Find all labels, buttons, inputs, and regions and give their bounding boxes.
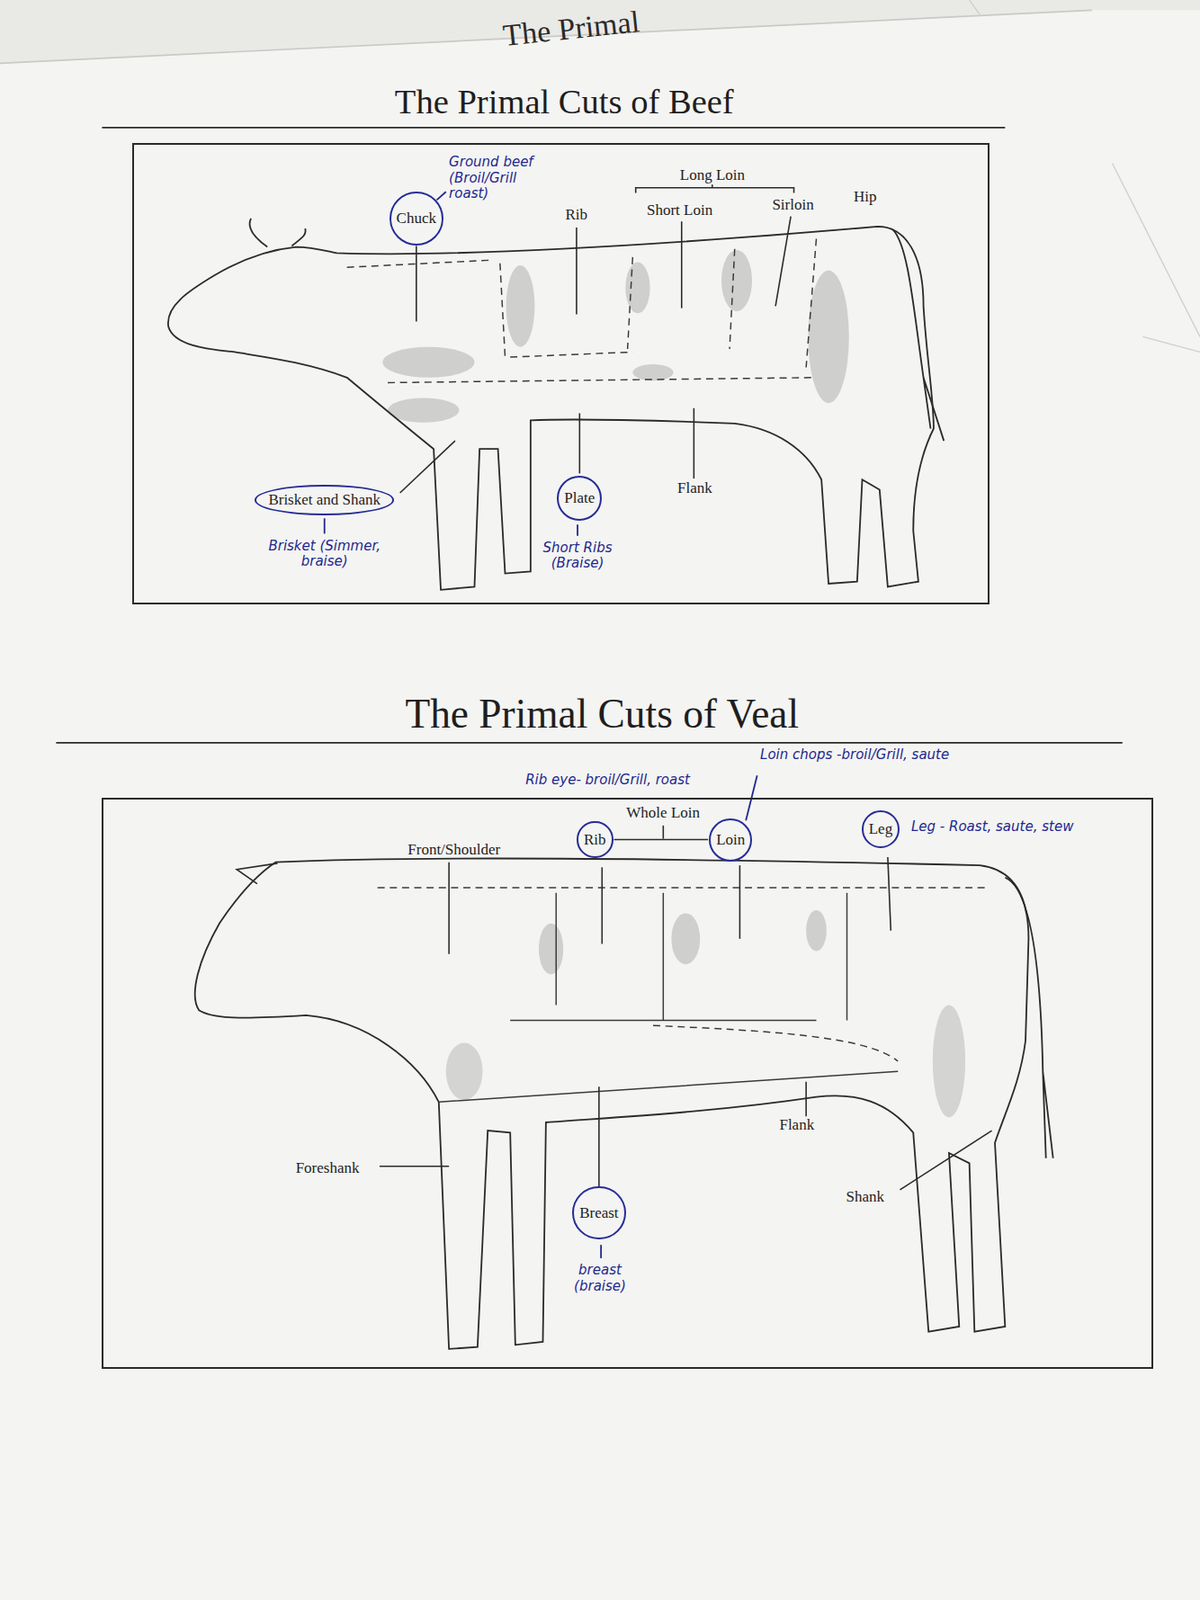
hand-tick bbox=[576, 524, 579, 536]
frame-heading: The Primal Cuts of Veal bbox=[404, 690, 799, 738]
calf-outline bbox=[195, 859, 1030, 1350]
cut-label: Front/Shoulder bbox=[407, 841, 501, 860]
circled-text: Chuck bbox=[396, 209, 437, 228]
cut-label: Whole Loin bbox=[626, 804, 700, 823]
handwritten-note: Ground beef (Broil/Grill roast) bbox=[448, 154, 543, 202]
cut-label: Sirloin bbox=[771, 196, 814, 215]
title-underline bbox=[55, 742, 1122, 744]
cut-label: Long Loin bbox=[680, 166, 745, 185]
circled-label: Leg bbox=[861, 810, 900, 849]
circled-label: Rib bbox=[576, 821, 614, 859]
title-underline bbox=[101, 126, 1005, 129]
circled-text: Loin bbox=[716, 831, 745, 850]
leader-line bbox=[379, 1165, 449, 1168]
handwritten-note: Brisket (Simmer, braise) bbox=[258, 538, 391, 571]
leader-line bbox=[575, 227, 578, 314]
leader-line bbox=[447, 862, 450, 955]
shading bbox=[671, 913, 700, 965]
leader-line bbox=[600, 867, 603, 944]
shading bbox=[932, 1005, 966, 1119]
sheet-edge bbox=[969, 0, 980, 15]
leader-line bbox=[775, 216, 791, 307]
whole-loin-tick bbox=[662, 825, 665, 840]
circled-label: Loin bbox=[708, 818, 753, 862]
shading bbox=[805, 910, 827, 951]
cut-lines bbox=[377, 887, 991, 1062]
shading bbox=[807, 270, 849, 403]
tail bbox=[1004, 877, 1053, 1159]
ear bbox=[236, 863, 278, 885]
circled-text: Leg bbox=[868, 820, 893, 839]
leader-line bbox=[739, 865, 742, 940]
shading bbox=[538, 923, 564, 976]
circled-label: Plate bbox=[556, 475, 602, 521]
leader-line bbox=[900, 1130, 993, 1191]
leader-line bbox=[680, 221, 683, 308]
cut-label: Foreshank bbox=[295, 1159, 360, 1178]
handwritten-note: breast (braise) bbox=[557, 1262, 642, 1295]
circled-label: Breast bbox=[572, 1186, 626, 1240]
shading bbox=[625, 262, 650, 314]
cut-label: Rib bbox=[564, 205, 588, 224]
tail bbox=[893, 229, 945, 441]
shading bbox=[632, 364, 673, 381]
circled-text: Plate bbox=[564, 489, 595, 508]
leader-line bbox=[579, 412, 582, 474]
handwritten-note: Rib eye- broil/Grill, roast bbox=[525, 772, 690, 789]
bracket-connector bbox=[614, 839, 709, 842]
leader-line bbox=[887, 857, 891, 932]
beef-cow bbox=[168, 218, 944, 591]
diagram-frame: The Primal Cuts of BeefChuckBrisket and … bbox=[132, 143, 990, 605]
shading bbox=[387, 397, 459, 422]
frame-heading: The Primal Cuts of Beef bbox=[394, 81, 735, 122]
circled-text: Brisket and Shank bbox=[268, 491, 381, 510]
veal-calf bbox=[195, 859, 1054, 1350]
cut-label: Flank bbox=[779, 1116, 815, 1135]
circled-label: Chuck bbox=[389, 191, 444, 246]
circled-text: Rib bbox=[583, 831, 607, 850]
leader-line bbox=[693, 408, 696, 479]
horns bbox=[250, 218, 306, 248]
circled-text: Breast bbox=[579, 1204, 618, 1223]
cut-label: Shank bbox=[845, 1188, 885, 1207]
shading bbox=[382, 347, 475, 378]
cut-label: Short Loin bbox=[646, 201, 713, 220]
shading bbox=[446, 1043, 484, 1102]
hand-tick bbox=[323, 518, 326, 534]
long-loin-bracket bbox=[635, 184, 795, 193]
hand-tick bbox=[600, 1244, 602, 1259]
leader-lines bbox=[379, 184, 993, 1191]
cut-label: Hip bbox=[853, 188, 878, 206]
front-sheet bbox=[0, 9, 1200, 1600]
shading bbox=[506, 265, 536, 348]
leader-line bbox=[805, 1082, 807, 1118]
handwritten-note: Leg - Roast, saute, stew bbox=[911, 819, 1074, 835]
handwritten-note: Short Ribs (Braise) bbox=[533, 540, 622, 573]
handwritten-note: Loin chops -broil/Grill, saute bbox=[760, 747, 950, 763]
diagram-frame: The Primal Cuts of VealRibLoinLegBreast bbox=[101, 797, 1153, 1370]
title-rules bbox=[55, 127, 1122, 744]
leader-line bbox=[598, 1086, 600, 1187]
leader-line bbox=[415, 245, 418, 322]
sheet-edge bbox=[1111, 163, 1200, 353]
hand-dash bbox=[437, 191, 447, 200]
leader-line bbox=[400, 440, 456, 493]
cut-lines bbox=[438, 893, 898, 1103]
cow-outline bbox=[168, 226, 934, 591]
circled-label-ellipse: Brisket and Shank bbox=[254, 484, 395, 516]
cut-label: Flank bbox=[677, 479, 713, 498]
shading bbox=[721, 250, 753, 312]
cut-lines bbox=[347, 238, 817, 383]
